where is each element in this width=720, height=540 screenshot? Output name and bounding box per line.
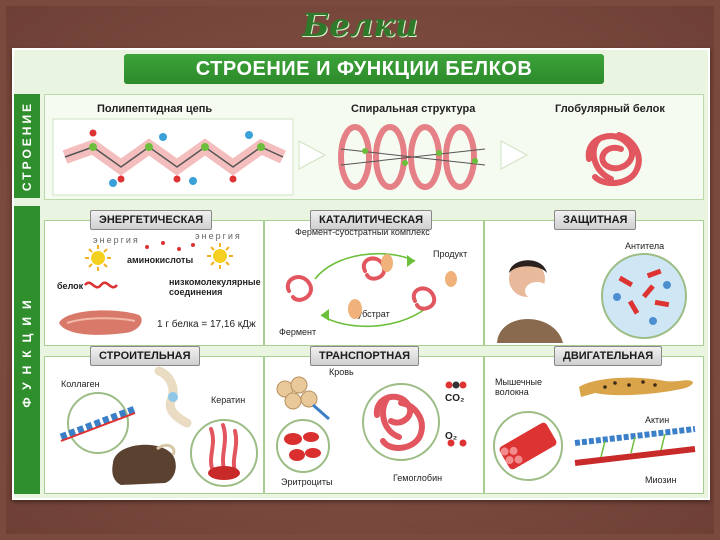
protein-strand-icon bbox=[84, 281, 118, 289]
tab-transport: ТРАНСПОРТНАЯ bbox=[310, 346, 420, 366]
amino-acids-label: аминокислоты bbox=[127, 255, 194, 265]
protective-panel: Антитела bbox=[484, 220, 704, 346]
polypeptide-label: Полипептидная цепь bbox=[97, 103, 213, 115]
side-label-structure: СТРОЕНИЕ bbox=[14, 94, 40, 198]
co2-label: CO₂ bbox=[445, 393, 465, 404]
product-label: Продукт bbox=[433, 249, 468, 259]
antibodies-label: Антитела bbox=[625, 241, 665, 251]
energy-word-right: энергия bbox=[195, 231, 242, 241]
sun-icon bbox=[207, 243, 233, 269]
bone-joint-illustration bbox=[154, 366, 192, 428]
erythrocytes-illustration bbox=[276, 419, 330, 473]
person-sneezing-illustration bbox=[497, 260, 563, 343]
low-molecular-label: низкомолекулярные соединения bbox=[169, 277, 261, 297]
musk-ox-illustration bbox=[112, 443, 176, 485]
tab-building: СТРОИТЕЛЬНАЯ bbox=[90, 346, 200, 366]
protein-label: белок bbox=[57, 281, 84, 291]
arrow-icon bbox=[500, 140, 529, 170]
myosin-label: Миозин bbox=[645, 475, 677, 485]
molecule-dots bbox=[145, 241, 195, 251]
motor-panel: Мышечные волокна Актин Миозин bbox=[484, 356, 704, 494]
muscle-bundle-illustration bbox=[493, 411, 563, 481]
meat-icon bbox=[59, 310, 142, 335]
building-panel: Коллаген Кератин bbox=[44, 356, 264, 494]
enzyme-substrate-complex-label: Фермент-субстратный комплекс bbox=[295, 227, 430, 237]
collagen-label: Коллаген bbox=[61, 379, 100, 389]
o2-label: O₂ bbox=[445, 431, 458, 442]
antibodies-circle-illustration bbox=[601, 253, 687, 339]
erythrocytes-label: Эритроциты bbox=[281, 477, 333, 487]
sun-icon bbox=[85, 245, 111, 271]
collagen-fiber-illustration bbox=[59, 392, 137, 454]
hemoglobin-circle-illustration bbox=[362, 383, 440, 461]
hemoglobin-label: Гемоглобин bbox=[393, 473, 443, 483]
gas-molecules-icon bbox=[445, 381, 467, 447]
keratin-label: Кератин bbox=[211, 395, 246, 405]
cheetah-illustration bbox=[579, 377, 693, 397]
energy-panel: энергия энергия аминокислоты белок низко… bbox=[44, 220, 264, 346]
slide-title: Белки bbox=[301, 6, 419, 44]
muscle-fibers-label: Мышечные волокна bbox=[495, 377, 543, 397]
enzyme-cycle-illustration bbox=[285, 252, 457, 328]
globular-protein-illustration bbox=[585, 132, 642, 187]
spiral-structure-illustration bbox=[338, 124, 486, 190]
vessel-illustration bbox=[276, 376, 330, 421]
catalytic-panel: Фермент-субстратный комплекс Продукт Суб… bbox=[264, 220, 484, 346]
arrow-icon bbox=[298, 140, 327, 170]
energy-word-left: энергия bbox=[93, 235, 140, 245]
energy-formula: 1 г белка = 17,16 кДж bbox=[157, 319, 256, 330]
polypeptide-chain-illustration bbox=[52, 118, 294, 196]
tab-energy: ЭНЕРГЕТИЧЕСКАЯ bbox=[90, 210, 213, 230]
blood-label: Кровь bbox=[329, 367, 354, 377]
structure-section: Полипептидная цепь Спиральная структура … bbox=[44, 94, 704, 200]
side-label-functions: ФУНКЦИИ bbox=[14, 206, 40, 494]
tab-motor: ДВИГАТЕЛЬНАЯ bbox=[554, 346, 663, 366]
actin-myosin-illustration bbox=[574, 426, 696, 466]
tab-protective: ЗАЩИТНАЯ bbox=[554, 210, 637, 230]
tab-catalytic: КАТАЛИТИЧЕСКАЯ bbox=[310, 210, 433, 230]
poster-header: СТРОЕНИЕ И ФУНКЦИИ БЕЛКОВ bbox=[124, 54, 604, 84]
poster: СТРОЕНИЕ И ФУНКЦИИ БЕЛКОВ СТРОЕНИЕ ФУНКЦ… bbox=[12, 48, 710, 500]
transport-panel: Кровь Эритроциты CO₂ O₂ Гемоглобин bbox=[264, 356, 484, 494]
actin-label: Актин bbox=[645, 415, 670, 425]
substrate-label: Субстрат bbox=[351, 309, 390, 319]
globular-label: Глобулярный белок bbox=[555, 103, 665, 115]
spiral-label: Спиральная структура bbox=[351, 103, 476, 115]
keratin-circle-illustration bbox=[190, 419, 258, 487]
enzyme-label: Фермент bbox=[279, 327, 317, 337]
